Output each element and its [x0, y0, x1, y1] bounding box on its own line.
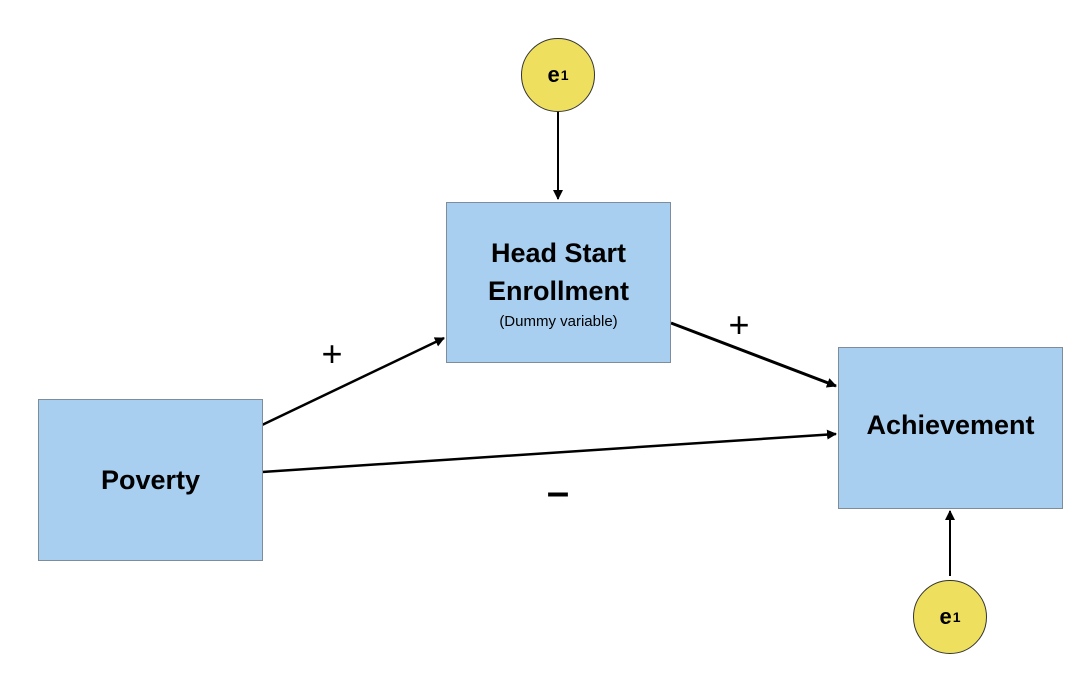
node-head-start-label-line1: Head Start	[490, 237, 627, 268]
error-node-bottom-base: e	[939, 604, 952, 629]
error-node-top-sub: 1	[560, 67, 569, 83]
node-head-start-sublabel: (Dummy variable)	[499, 312, 618, 330]
node-head-start-label-line2: Enrollment	[487, 275, 629, 306]
node-poverty: Poverty	[38, 399, 263, 561]
sign-poverty-to-headstart: +	[321, 333, 343, 374]
node-poverty-label: Poverty	[100, 465, 201, 495]
arrow-headstart-to-achievement	[670, 321, 837, 388]
arrow-poverty-to-achievement	[261, 429, 837, 474]
error-node-top-base: e	[547, 62, 560, 87]
node-head-start-enrollment: Head Start Enrollment (Dummy variable)	[446, 202, 671, 363]
node-achievement: Achievement	[838, 347, 1063, 509]
sign-poverty-to-achievement: –	[546, 470, 570, 514]
node-achievement-label: Achievement	[866, 410, 1035, 440]
error-node-bottom-sub: 1	[952, 609, 961, 625]
arrow-poverty-to-headstart	[261, 336, 445, 427]
sign-headstart-to-achievement: +	[728, 304, 750, 345]
